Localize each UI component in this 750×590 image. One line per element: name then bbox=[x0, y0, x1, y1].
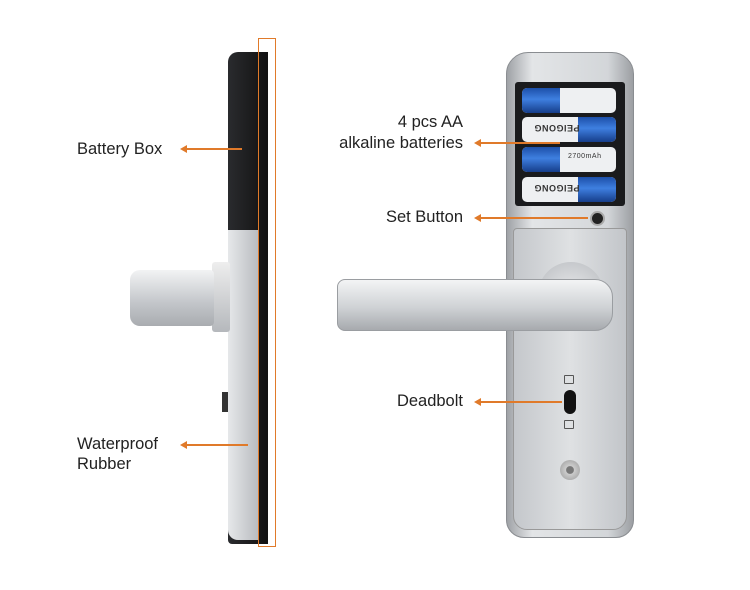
battery-1 bbox=[522, 88, 616, 113]
label-waterproof-line1: Waterproof bbox=[77, 435, 159, 453]
side-silver-body bbox=[228, 230, 258, 540]
label-batteries-line1: 4 pcs AA bbox=[397, 113, 463, 131]
waterproof-rubber-highlight bbox=[258, 38, 276, 547]
label-set-button: Set Button bbox=[385, 208, 463, 226]
label-waterproof-line2: Rubber bbox=[77, 455, 132, 473]
arrow-waterproof bbox=[180, 441, 248, 448]
arrow-deadbolt bbox=[474, 398, 562, 405]
battery-3: 2700mAh bbox=[522, 147, 616, 172]
battery-4: PEIGONG bbox=[522, 177, 616, 202]
knob bbox=[130, 270, 214, 326]
arrow-batteries bbox=[474, 139, 560, 146]
battery-2: PEIGONG bbox=[522, 117, 616, 142]
deadbolt-slot[interactable] bbox=[564, 390, 576, 414]
lock-icon bbox=[564, 420, 574, 429]
arrow-battery-box bbox=[180, 145, 242, 152]
label-battery-box: Battery Box bbox=[77, 140, 163, 158]
arrow-set-button bbox=[474, 214, 588, 221]
label-batteries-line2: alkaline batteries bbox=[339, 134, 463, 152]
knob-collar bbox=[212, 262, 230, 332]
side-button bbox=[222, 392, 228, 412]
handle-lever[interactable] bbox=[337, 279, 613, 331]
keyhole bbox=[560, 460, 580, 480]
unlock-icon bbox=[564, 375, 574, 384]
set-button[interactable] bbox=[590, 211, 605, 226]
label-deadbolt: Deadbolt bbox=[396, 392, 463, 410]
